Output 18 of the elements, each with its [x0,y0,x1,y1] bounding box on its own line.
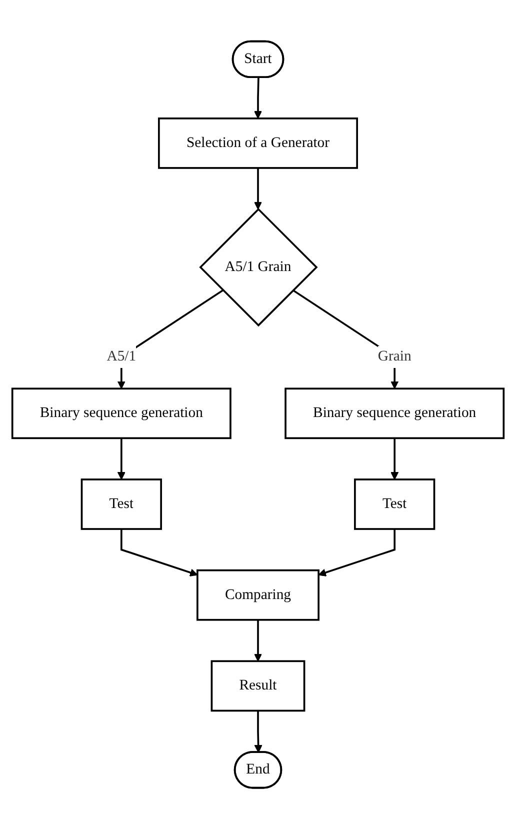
arrow [117,438,126,480]
node-box: Result [210,660,306,712]
node-box: Selection of a Generator [158,118,358,170]
arrow [254,711,262,754]
arrow [254,168,262,210]
arrow [254,620,262,662]
edge-label: A5/1 [106,349,136,365]
node-diamond: A5/1 Grain [199,208,318,328]
node-box: Binary sequence generation [11,388,232,440]
node-box: Binary sequence generation [284,388,505,440]
edge-label: Grain [378,349,412,365]
node-box: Comparing [196,570,320,622]
arrow [120,529,198,577]
node-box: Test [354,478,436,530]
arrow [390,438,399,480]
arrow [254,78,262,120]
arrow [318,529,396,577]
node-box: Test [80,478,162,530]
